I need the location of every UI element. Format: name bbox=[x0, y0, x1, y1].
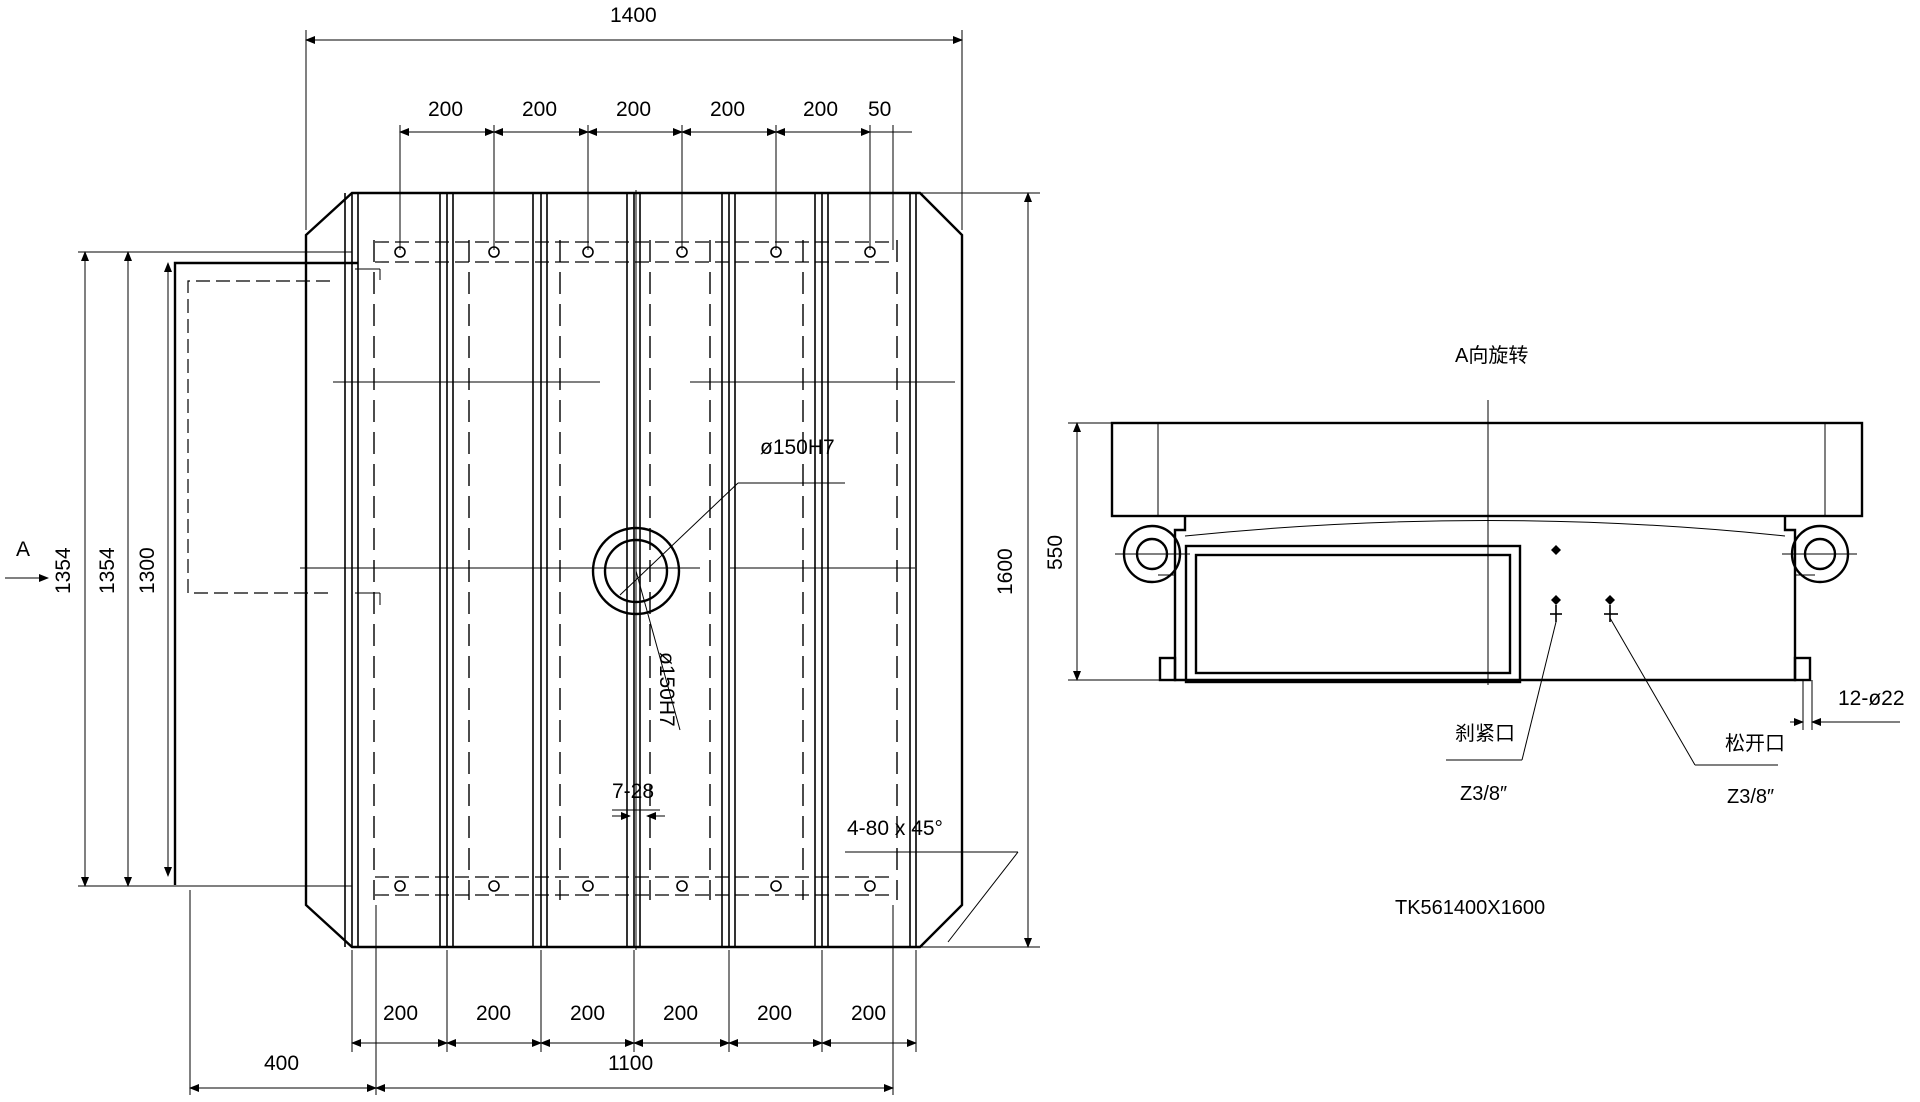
dim-top-2: 200 bbox=[522, 98, 557, 121]
left-foot bbox=[1158, 656, 1177, 682]
right-foot bbox=[1793, 656, 1812, 682]
port-clamp-thread: Z3/8″ bbox=[1460, 783, 1507, 805]
dim-top-1: 200 bbox=[428, 98, 463, 121]
base-body bbox=[1173, 516, 1797, 682]
dim-left-inner: 1354 bbox=[96, 547, 119, 594]
dim-bottom-4: 200 bbox=[663, 1002, 698, 1025]
bolt-hole bbox=[394, 880, 406, 892]
dim-top-6: 50 bbox=[868, 98, 891, 121]
bolt-hole bbox=[488, 880, 500, 892]
port-release-label: 松开口 bbox=[1725, 732, 1785, 755]
chamfer-label: 4-80 x 45° bbox=[847, 817, 943, 840]
dim-total-width: 1400 bbox=[610, 4, 657, 27]
slot-label: 7-28 bbox=[612, 780, 654, 803]
view-a-marker: A bbox=[16, 538, 30, 561]
bolt-hole bbox=[864, 880, 876, 892]
bore-label-rotated: ø150H7 bbox=[655, 652, 678, 727]
model-label: TK561400X1600 bbox=[1395, 897, 1545, 919]
bolt-hole bbox=[770, 880, 782, 892]
dim-left-outer: 1354 bbox=[52, 547, 75, 594]
dim-top-5: 200 bbox=[803, 98, 838, 121]
dim-bottom-1: 200 bbox=[383, 1002, 418, 1025]
side-bracket bbox=[173, 261, 381, 885]
dim-top-3: 200 bbox=[616, 98, 651, 121]
bolt-holes-top bbox=[375, 241, 890, 263]
port-release-thread: Z3/8″ bbox=[1727, 786, 1774, 808]
bolt-hole bbox=[582, 880, 594, 892]
dim-top-4: 200 bbox=[710, 98, 745, 121]
access-window-outer bbox=[1184, 544, 1522, 684]
dim-550: 550 bbox=[1044, 535, 1067, 570]
plan-view: 7-28 4-80 x 45° ø150H7 ø150H7 1400 bbox=[5, 4, 1040, 1095]
dim-400: 400 bbox=[264, 1052, 299, 1075]
t-slots bbox=[344, 193, 917, 947]
dim-1300: 1300 bbox=[136, 547, 159, 594]
port-clamp-label: 刹紧口 bbox=[1455, 722, 1515, 745]
clamp-port-icon bbox=[1550, 545, 1562, 622]
table-top-plate bbox=[1110, 421, 1864, 518]
holes-label: 12-ø22 bbox=[1838, 687, 1905, 710]
bottom-dim-chain: 200 200 200 200 200 200 400 1100 bbox=[189, 890, 917, 1095]
dim-bottom-5: 200 bbox=[757, 1002, 792, 1025]
hidden-lines bbox=[373, 240, 898, 900]
release-port-icon bbox=[1604, 595, 1618, 622]
side-view-title: A向旋转 bbox=[1455, 344, 1528, 367]
center-bore-inner bbox=[603, 538, 669, 604]
right-dim: 1600 bbox=[920, 192, 1040, 948]
dim-bottom-2: 200 bbox=[476, 1002, 511, 1025]
bore-label-horizontal: ø150H7 bbox=[760, 436, 835, 459]
left-dims: 1354 1354 1300 A bbox=[5, 251, 352, 887]
dim-bottom-6: 200 bbox=[851, 1002, 886, 1025]
top-dim-chain: 200 200 200 200 200 50 bbox=[399, 98, 912, 250]
dim-bottom-3: 200 bbox=[570, 1002, 605, 1025]
dim-1600: 1600 bbox=[994, 548, 1017, 595]
bolt-hole bbox=[676, 880, 688, 892]
side-view: A向旋转 bbox=[1044, 344, 1905, 919]
access-window-inner bbox=[1194, 553, 1512, 675]
center-bore-outer bbox=[591, 526, 681, 616]
bolt-holes-bottom bbox=[375, 876, 890, 896]
dim-1100: 1100 bbox=[608, 1052, 653, 1075]
